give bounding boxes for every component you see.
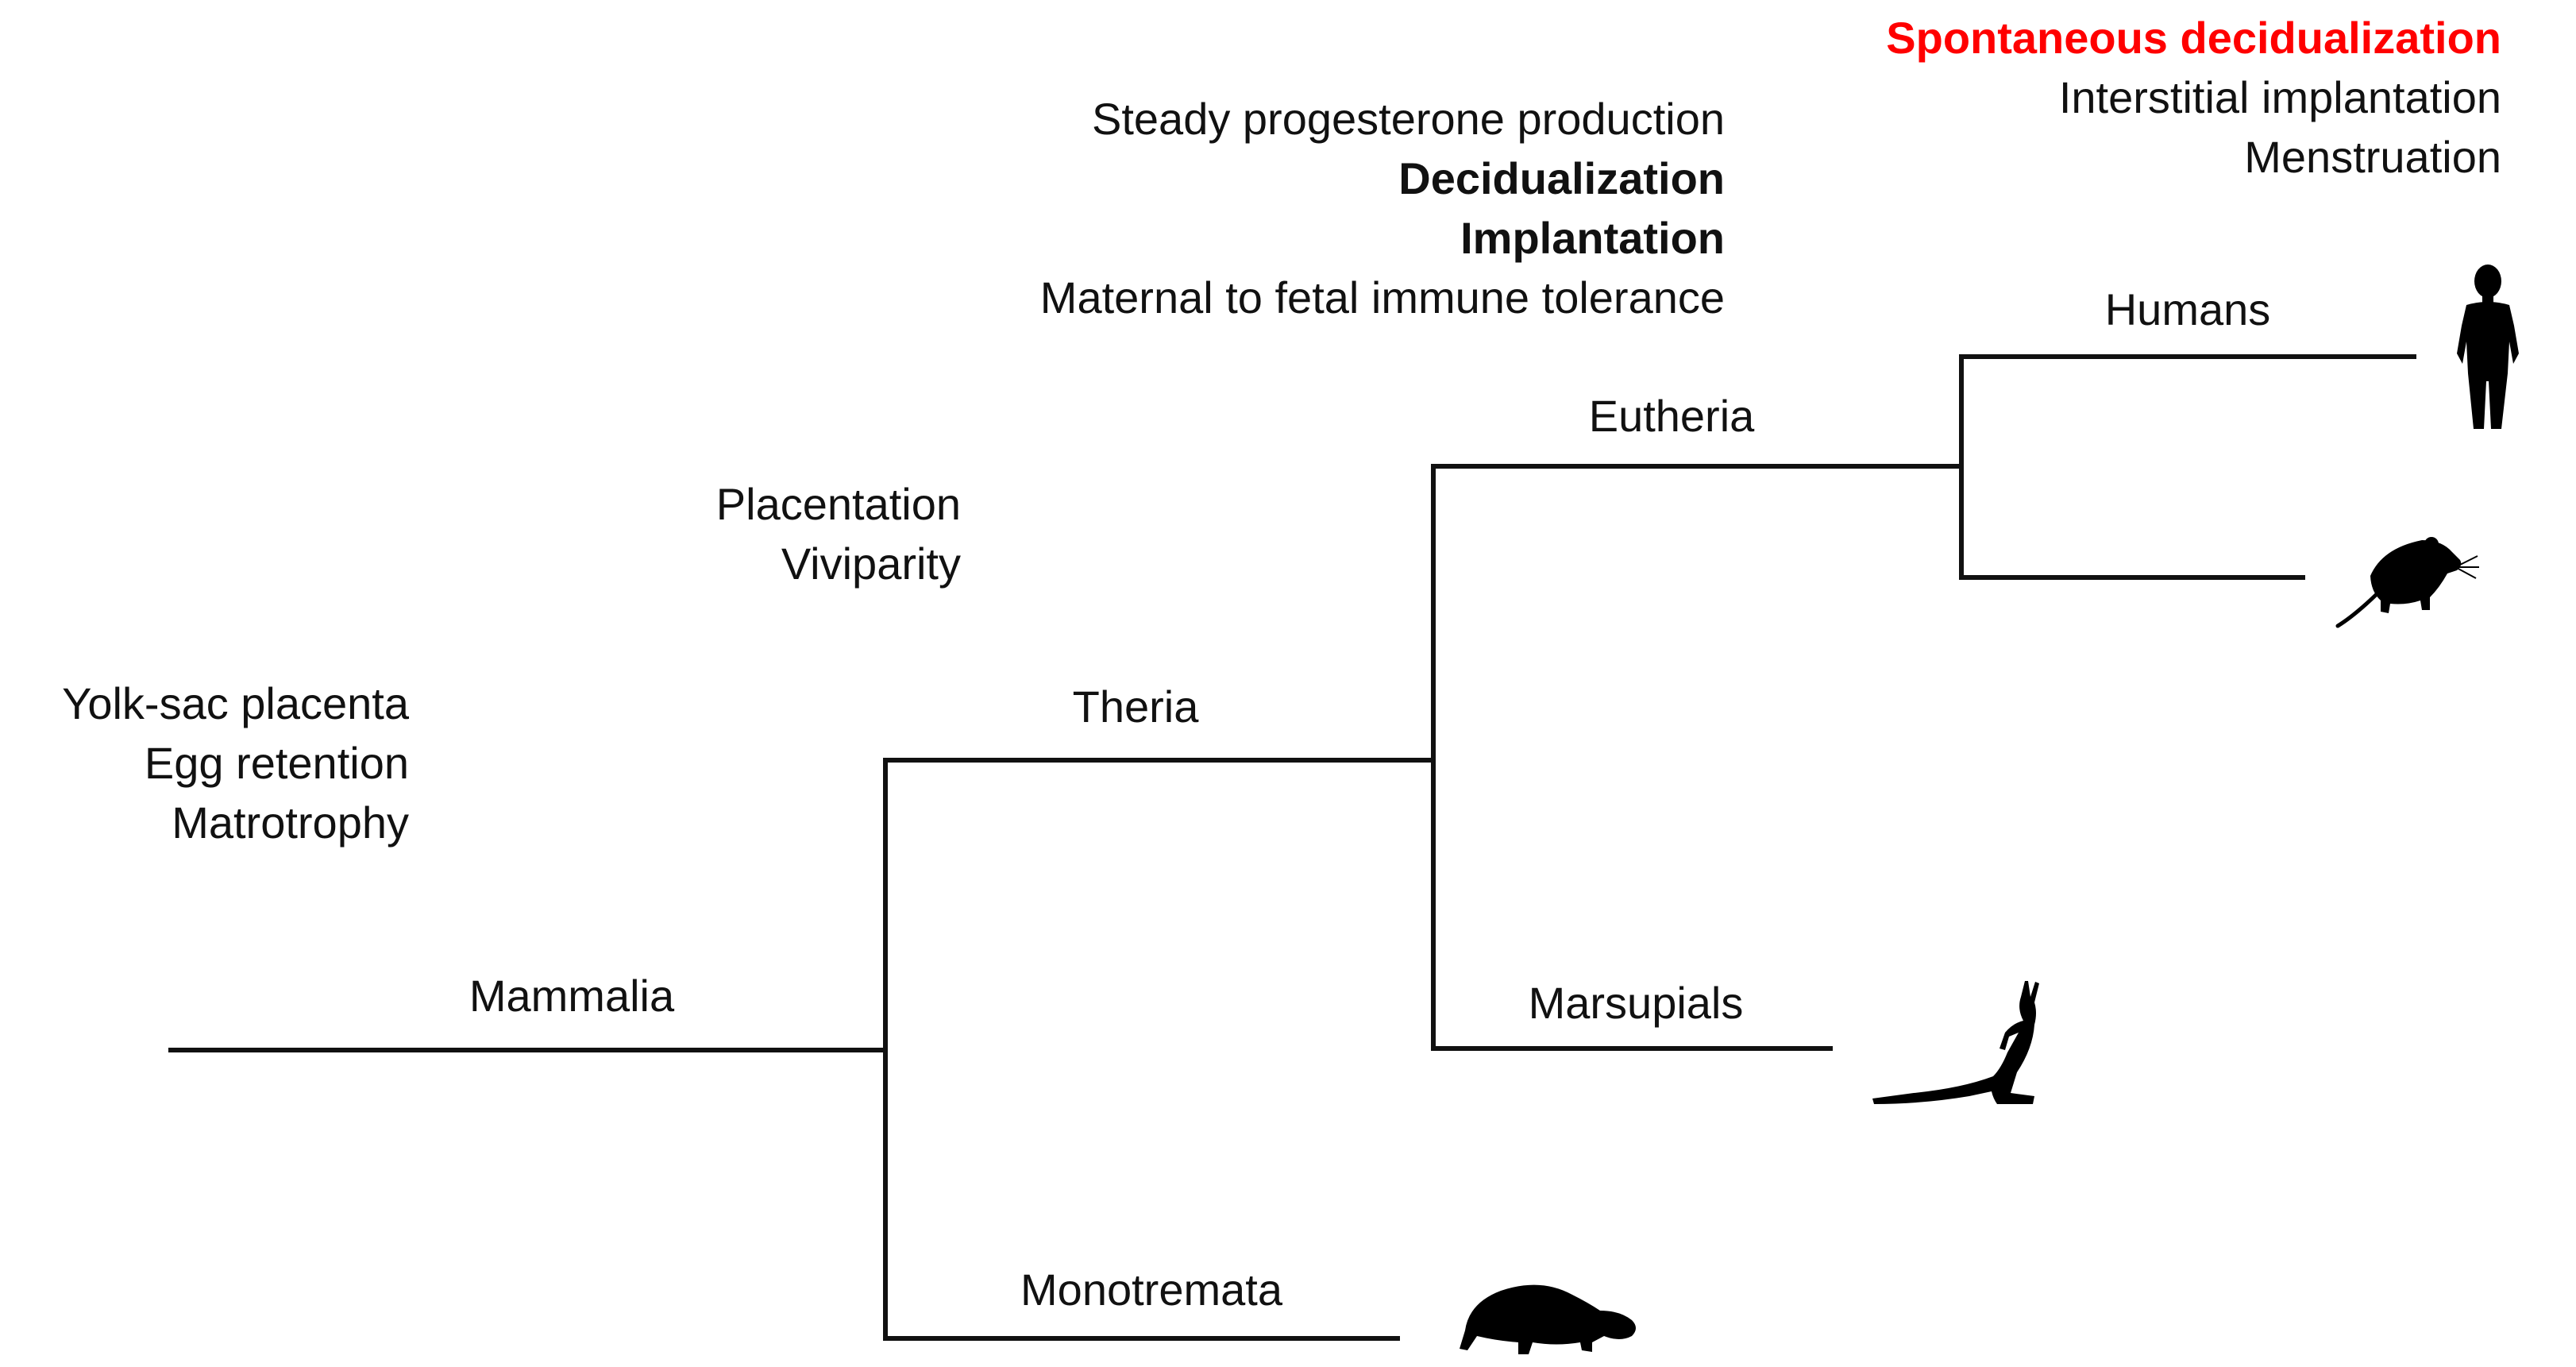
clade-label-eutheria: Eutheria [1588, 391, 1755, 441]
trait-egg-retention: Egg retention [144, 738, 409, 788]
trait-matrotrophy: Matrotrophy [172, 797, 409, 848]
theria-traits: Placentation Viviparity [716, 474, 961, 593]
trait-decidualization: Decidualization [1398, 153, 1725, 203]
trait-spontaneous-decidualization: Spontaneous decidualization [1886, 13, 2501, 63]
platypus-silhouette-icon [1460, 1284, 1636, 1354]
rodent-silhouette-icon [2335, 537, 2479, 628]
clade-label-mammalia: Mammalia [469, 971, 675, 1021]
human-silhouette-icon [2457, 265, 2519, 429]
eutheria-traits: Steady progesterone production Deciduali… [1040, 89, 1725, 327]
trait-viviparity: Viviparity [781, 539, 961, 589]
kangaroo-silhouette-icon [1872, 981, 2039, 1104]
clade-label-humans: Humans [2104, 284, 2271, 334]
trait-interstitial-implantation: Interstitial implantation [2058, 72, 2501, 122]
mammalia-traits: Yolk-sac placenta Egg retention Matrotro… [62, 674, 409, 852]
clade-label-theria: Theria [1072, 682, 1199, 732]
trait-placentation: Placentation [715, 479, 961, 529]
trait-menstruation: Menstruation [2244, 132, 2501, 182]
trait-steady-progesterone: Steady progesterone production [1092, 94, 1725, 144]
trait-immune-tolerance: Maternal to fetal immune tolerance [1039, 272, 1725, 322]
clade-label-marsupials: Marsupials [1528, 978, 1744, 1028]
clade-label-monotremata: Monotremata [1020, 1265, 1282, 1315]
humans-traits: Spontaneous decidualization Interstitial… [1886, 8, 2501, 187]
trait-yolk-sac-placenta: Yolk-sac placenta [62, 678, 409, 728]
trait-implantation: Implantation [1460, 213, 1725, 263]
